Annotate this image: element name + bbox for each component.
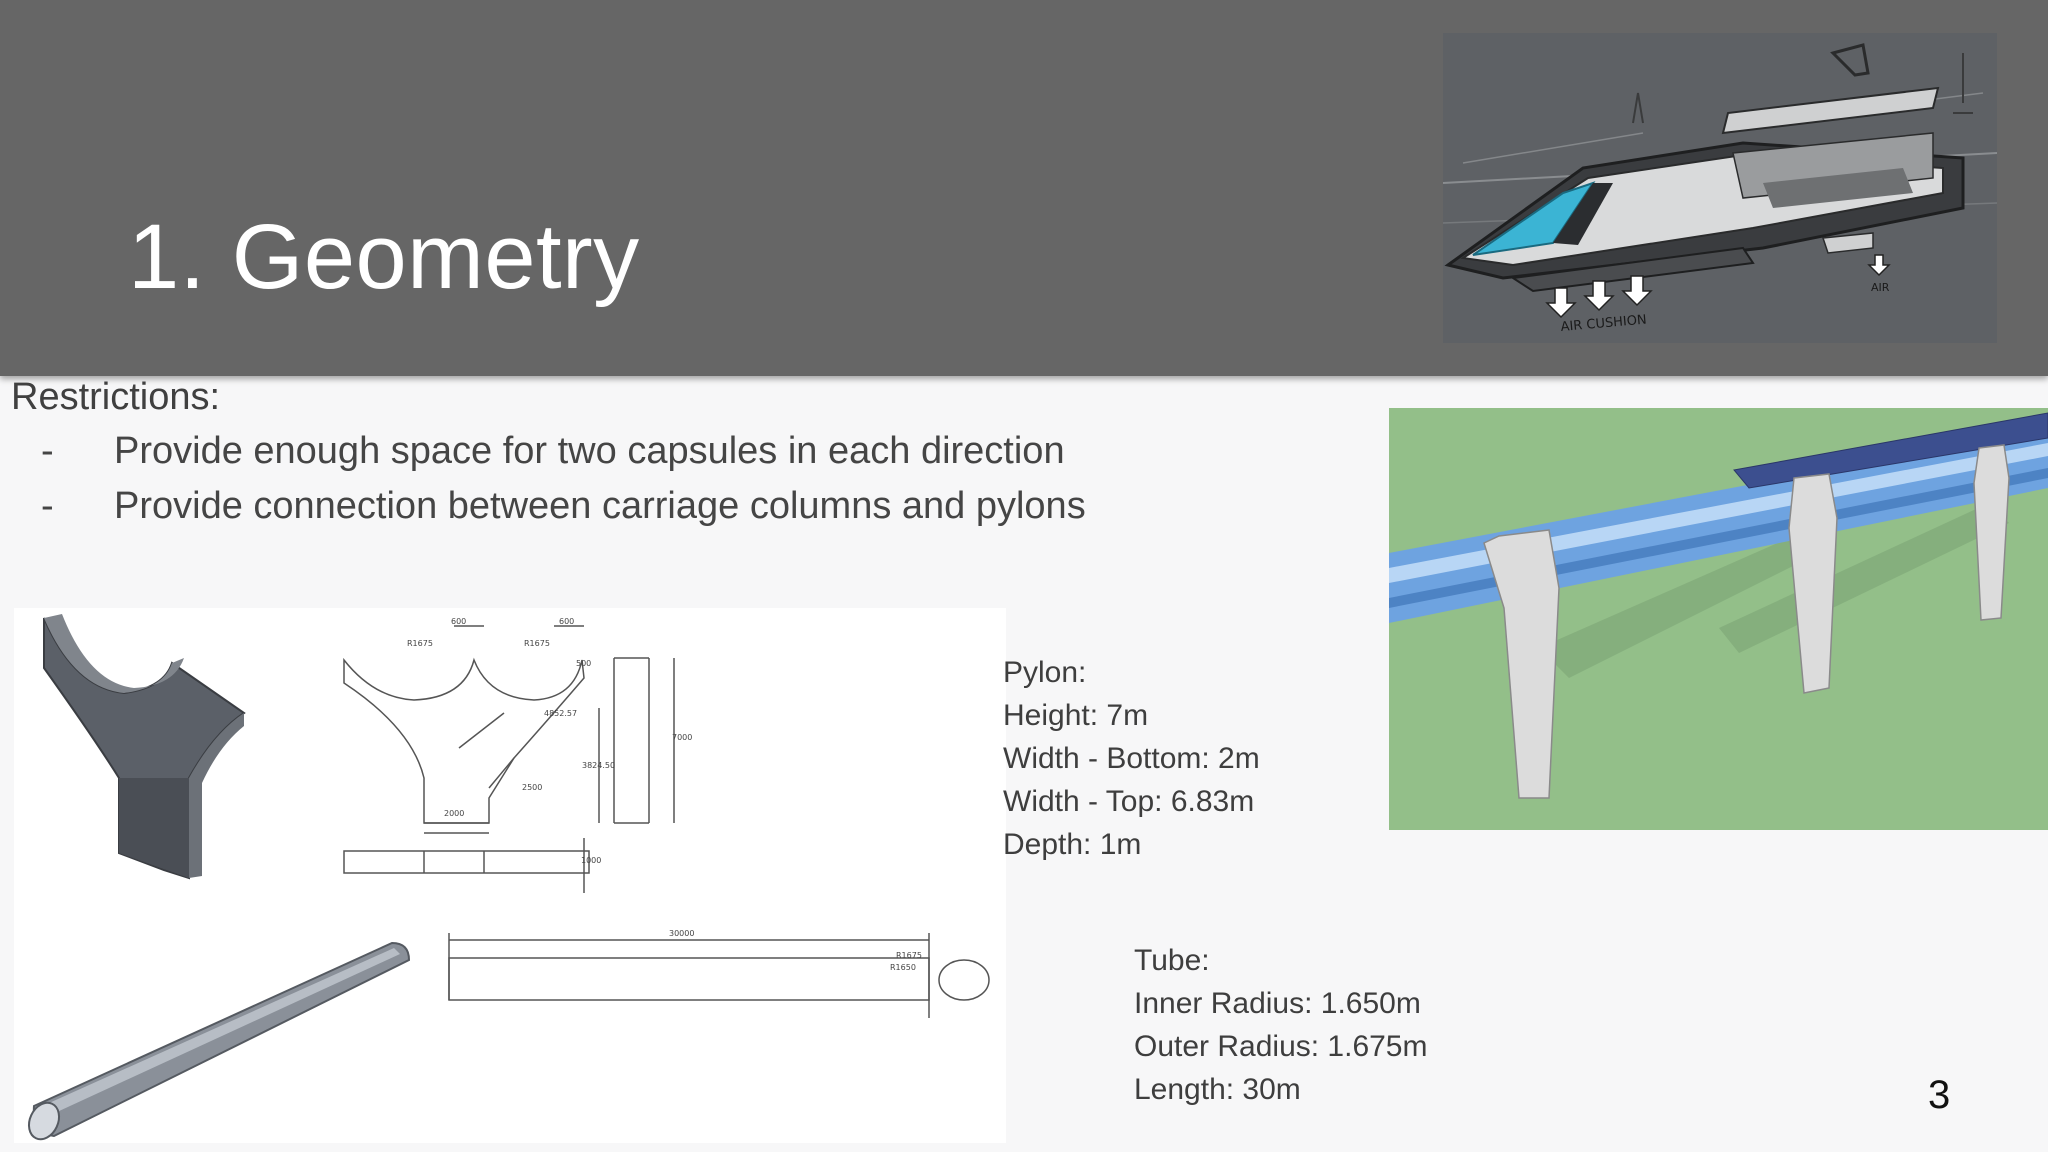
restrictions-heading: Restrictions: <box>11 376 221 418</box>
pylon-specs: Pylon: Height: 7m Width - Bottom: 2m Wid… <box>1003 651 1260 866</box>
technical-drawings: R1675 R1675 600 600 500 4852.57 3824.50 … <box>14 608 1006 1143</box>
dim-label: R1675 <box>896 951 922 960</box>
dim-label: 500 <box>576 659 591 668</box>
dim-label: 7000 <box>672 733 692 742</box>
air-cushion-annotation: AIR CUSHION <box>1560 313 1647 335</box>
dim-label: 30000 <box>669 929 694 938</box>
dim-label: 3824.50 <box>582 761 615 770</box>
pylon-3d-model <box>43 614 246 880</box>
slide-title: 1. Geometry <box>128 206 640 308</box>
dim-label: 600 <box>451 617 466 626</box>
tube-heading: Tube: <box>1134 944 1210 977</box>
dim-label: 2500 <box>522 783 542 792</box>
bullet-dash: - <box>41 485 54 527</box>
hyperloop-capsule-sketch: AIR CUSHION AIR <box>1443 33 1997 343</box>
dim-label: 1000 <box>581 856 601 865</box>
tube-outer-radius: Outer Radius: 1.675m <box>1134 1030 1428 1063</box>
tube-specs: Tube: Inner Radius: 1.650m Outer Radius:… <box>1134 939 1427 1111</box>
pylon-width-bottom: Width - Bottom: 2m <box>1003 742 1260 775</box>
tube-length: Length: 30m <box>1134 1073 1301 1106</box>
air-annotation: AIR <box>1871 281 1890 294</box>
dim-label: R1675 <box>407 639 433 648</box>
bullet-dash: - <box>41 430 54 472</box>
dim-label: 4852.57 <box>544 709 577 718</box>
tube-inner-radius: Inner Radius: 1.650m <box>1134 987 1421 1020</box>
pylon-height: Height: 7m <box>1003 699 1149 732</box>
dim-label: 2000 <box>444 809 464 818</box>
tube-3d-model <box>27 941 411 1141</box>
pylon-heading: Pylon: <box>1003 656 1087 689</box>
hyperloop-3d-render <box>1389 408 2048 830</box>
dim-label: 600 <box>559 617 574 626</box>
pylon-depth: Depth: 1m <box>1003 828 1142 861</box>
pylon-front-drawing <box>343 625 990 1018</box>
pylon-width-top: Width - Top: 6.83m <box>1003 785 1255 818</box>
restriction-text: Provide enough space for two capsules in… <box>114 430 1065 472</box>
dim-label: R1675 <box>524 639 550 648</box>
dim-label: R1650 <box>890 963 916 972</box>
page-number: 3 <box>1928 1073 1951 1117</box>
title-banner: 1. Geometry <box>0 0 2048 376</box>
restriction-text: Provide connection between carriage colu… <box>114 485 1086 527</box>
